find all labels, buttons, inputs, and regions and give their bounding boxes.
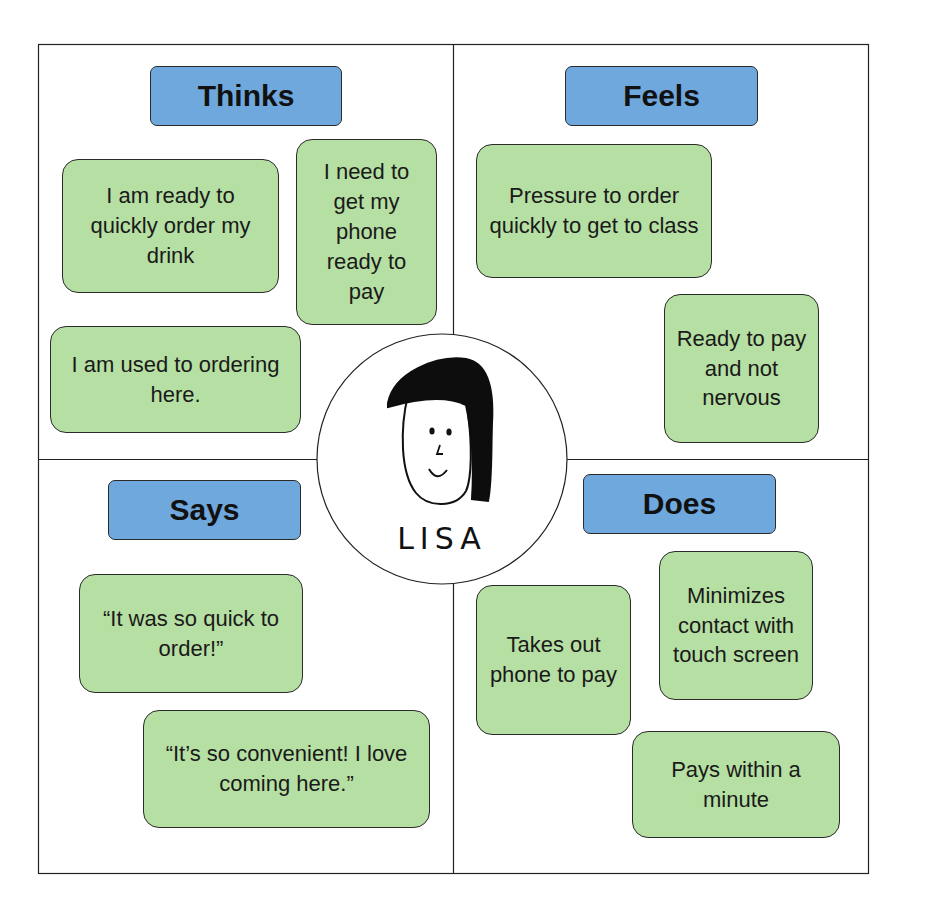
sticky-note: I need to get my phone ready to pay (296, 139, 437, 325)
eye (446, 428, 451, 435)
heading-text: Does (643, 487, 716, 521)
sticky-note: Pays within a minute (632, 731, 840, 838)
smile (429, 469, 447, 476)
outer-frame (39, 45, 869, 874)
heading-box: Feels (565, 66, 758, 126)
sticky-note: I am ready to quickly order my drink (62, 159, 279, 293)
sticky-note: “It was so quick to order!” (79, 574, 303, 693)
sticky-note: I am used to ordering here. (50, 326, 301, 433)
note-text: Takes out phone to pay (487, 630, 620, 690)
sticky-note: Takes out phone to pay (476, 585, 631, 735)
nose (437, 445, 443, 454)
heading-box: Says (108, 480, 301, 540)
note-text: Minimizes contact with touch screen (670, 581, 802, 671)
heading-box: Thinks (150, 66, 342, 126)
heading-text: Says (169, 493, 239, 527)
note-text: I am used to ordering here. (61, 350, 290, 410)
note-text: I need to get my phone ready to pay (307, 157, 426, 307)
eye (429, 427, 434, 434)
note-text: Pressure to order quickly to get to clas… (487, 181, 701, 241)
heading-text: Thinks (198, 79, 295, 113)
note-text: I am ready to quickly order my drink (73, 181, 268, 271)
note-text: “It’s so convenient! I love coming here.… (154, 739, 419, 799)
persona-circle: LISA (316, 333, 568, 585)
note-text: Ready to pay and not nervous (675, 324, 808, 414)
circle-outline (317, 334, 567, 584)
face-outline (403, 395, 471, 504)
heading-box: Does (583, 474, 776, 534)
sticky-note: “It’s so convenient! I love coming here.… (143, 710, 430, 828)
heading-text: Feels (623, 79, 700, 113)
note-text: Pays within a minute (643, 755, 829, 815)
persona-name: LISA (316, 521, 568, 556)
hair (388, 358, 492, 501)
note-text: “It was so quick to order!” (90, 604, 292, 664)
sticky-note: Ready to pay and not nervous (664, 294, 819, 443)
sticky-note: Pressure to order quickly to get to clas… (476, 144, 712, 278)
sticky-note: Minimizes contact with touch screen (659, 551, 813, 700)
